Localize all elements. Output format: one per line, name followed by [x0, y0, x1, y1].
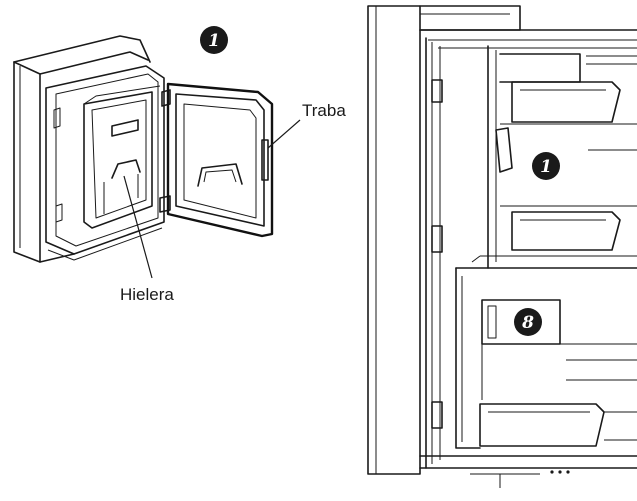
- badge-left-top-number: 1: [208, 31, 220, 51]
- badge-right-upper: 1: [532, 152, 560, 180]
- ice-compartment-illustration: [13, 35, 274, 263]
- ice-maker-leader-line: [123, 175, 153, 279]
- badge-left-top: 1: [200, 26, 228, 54]
- latch-leader-line: [267, 119, 301, 149]
- badge-right-upper-number: 1: [540, 157, 552, 177]
- ice-maker-label: Hielera: [120, 285, 174, 304]
- refrigerator-interior-illustration: [367, 5, 637, 488]
- latch-label: Traba: [302, 101, 346, 120]
- badge-right-lower: 8: [514, 308, 542, 336]
- badge-right-lower-number: 8: [521, 313, 534, 333]
